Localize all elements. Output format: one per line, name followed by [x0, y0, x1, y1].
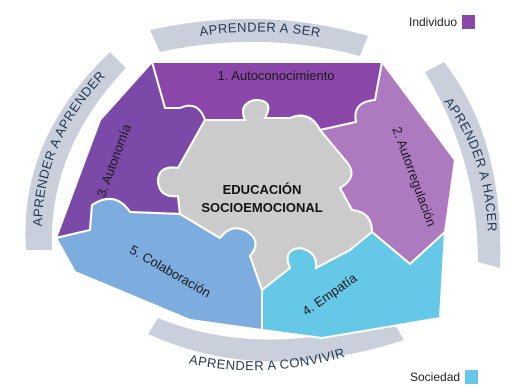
puzzle-piece-center	[156, 98, 374, 292]
legend-sociedad-swatch	[465, 370, 479, 384]
legend-individuo: Individuo	[409, 15, 476, 29]
center-title-line2: SOCIOEMOCIONAL	[201, 200, 322, 215]
ring-arrow-aprender	[25, 52, 126, 250]
learning-ring	[25, 18, 501, 362]
legend-sociedad-label: Sociedad	[410, 370, 461, 384]
legend-individuo-swatch	[462, 15, 476, 29]
puzzle	[54, 59, 457, 340]
center-title-line1: EDUCACIÓN	[223, 182, 302, 197]
piece-label-autoconocimiento: 1. Autoconocimiento	[217, 68, 334, 83]
ring-arrow-hacer	[425, 62, 501, 268]
ring-arrow-convivir	[148, 318, 404, 362]
legend-sociedad: Sociedad	[410, 370, 479, 384]
ring-arrow-ser	[150, 18, 368, 56]
legend-individuo-label: Individuo	[409, 15, 458, 29]
ring-label-ser: APRENDER A SER	[198, 19, 322, 40]
